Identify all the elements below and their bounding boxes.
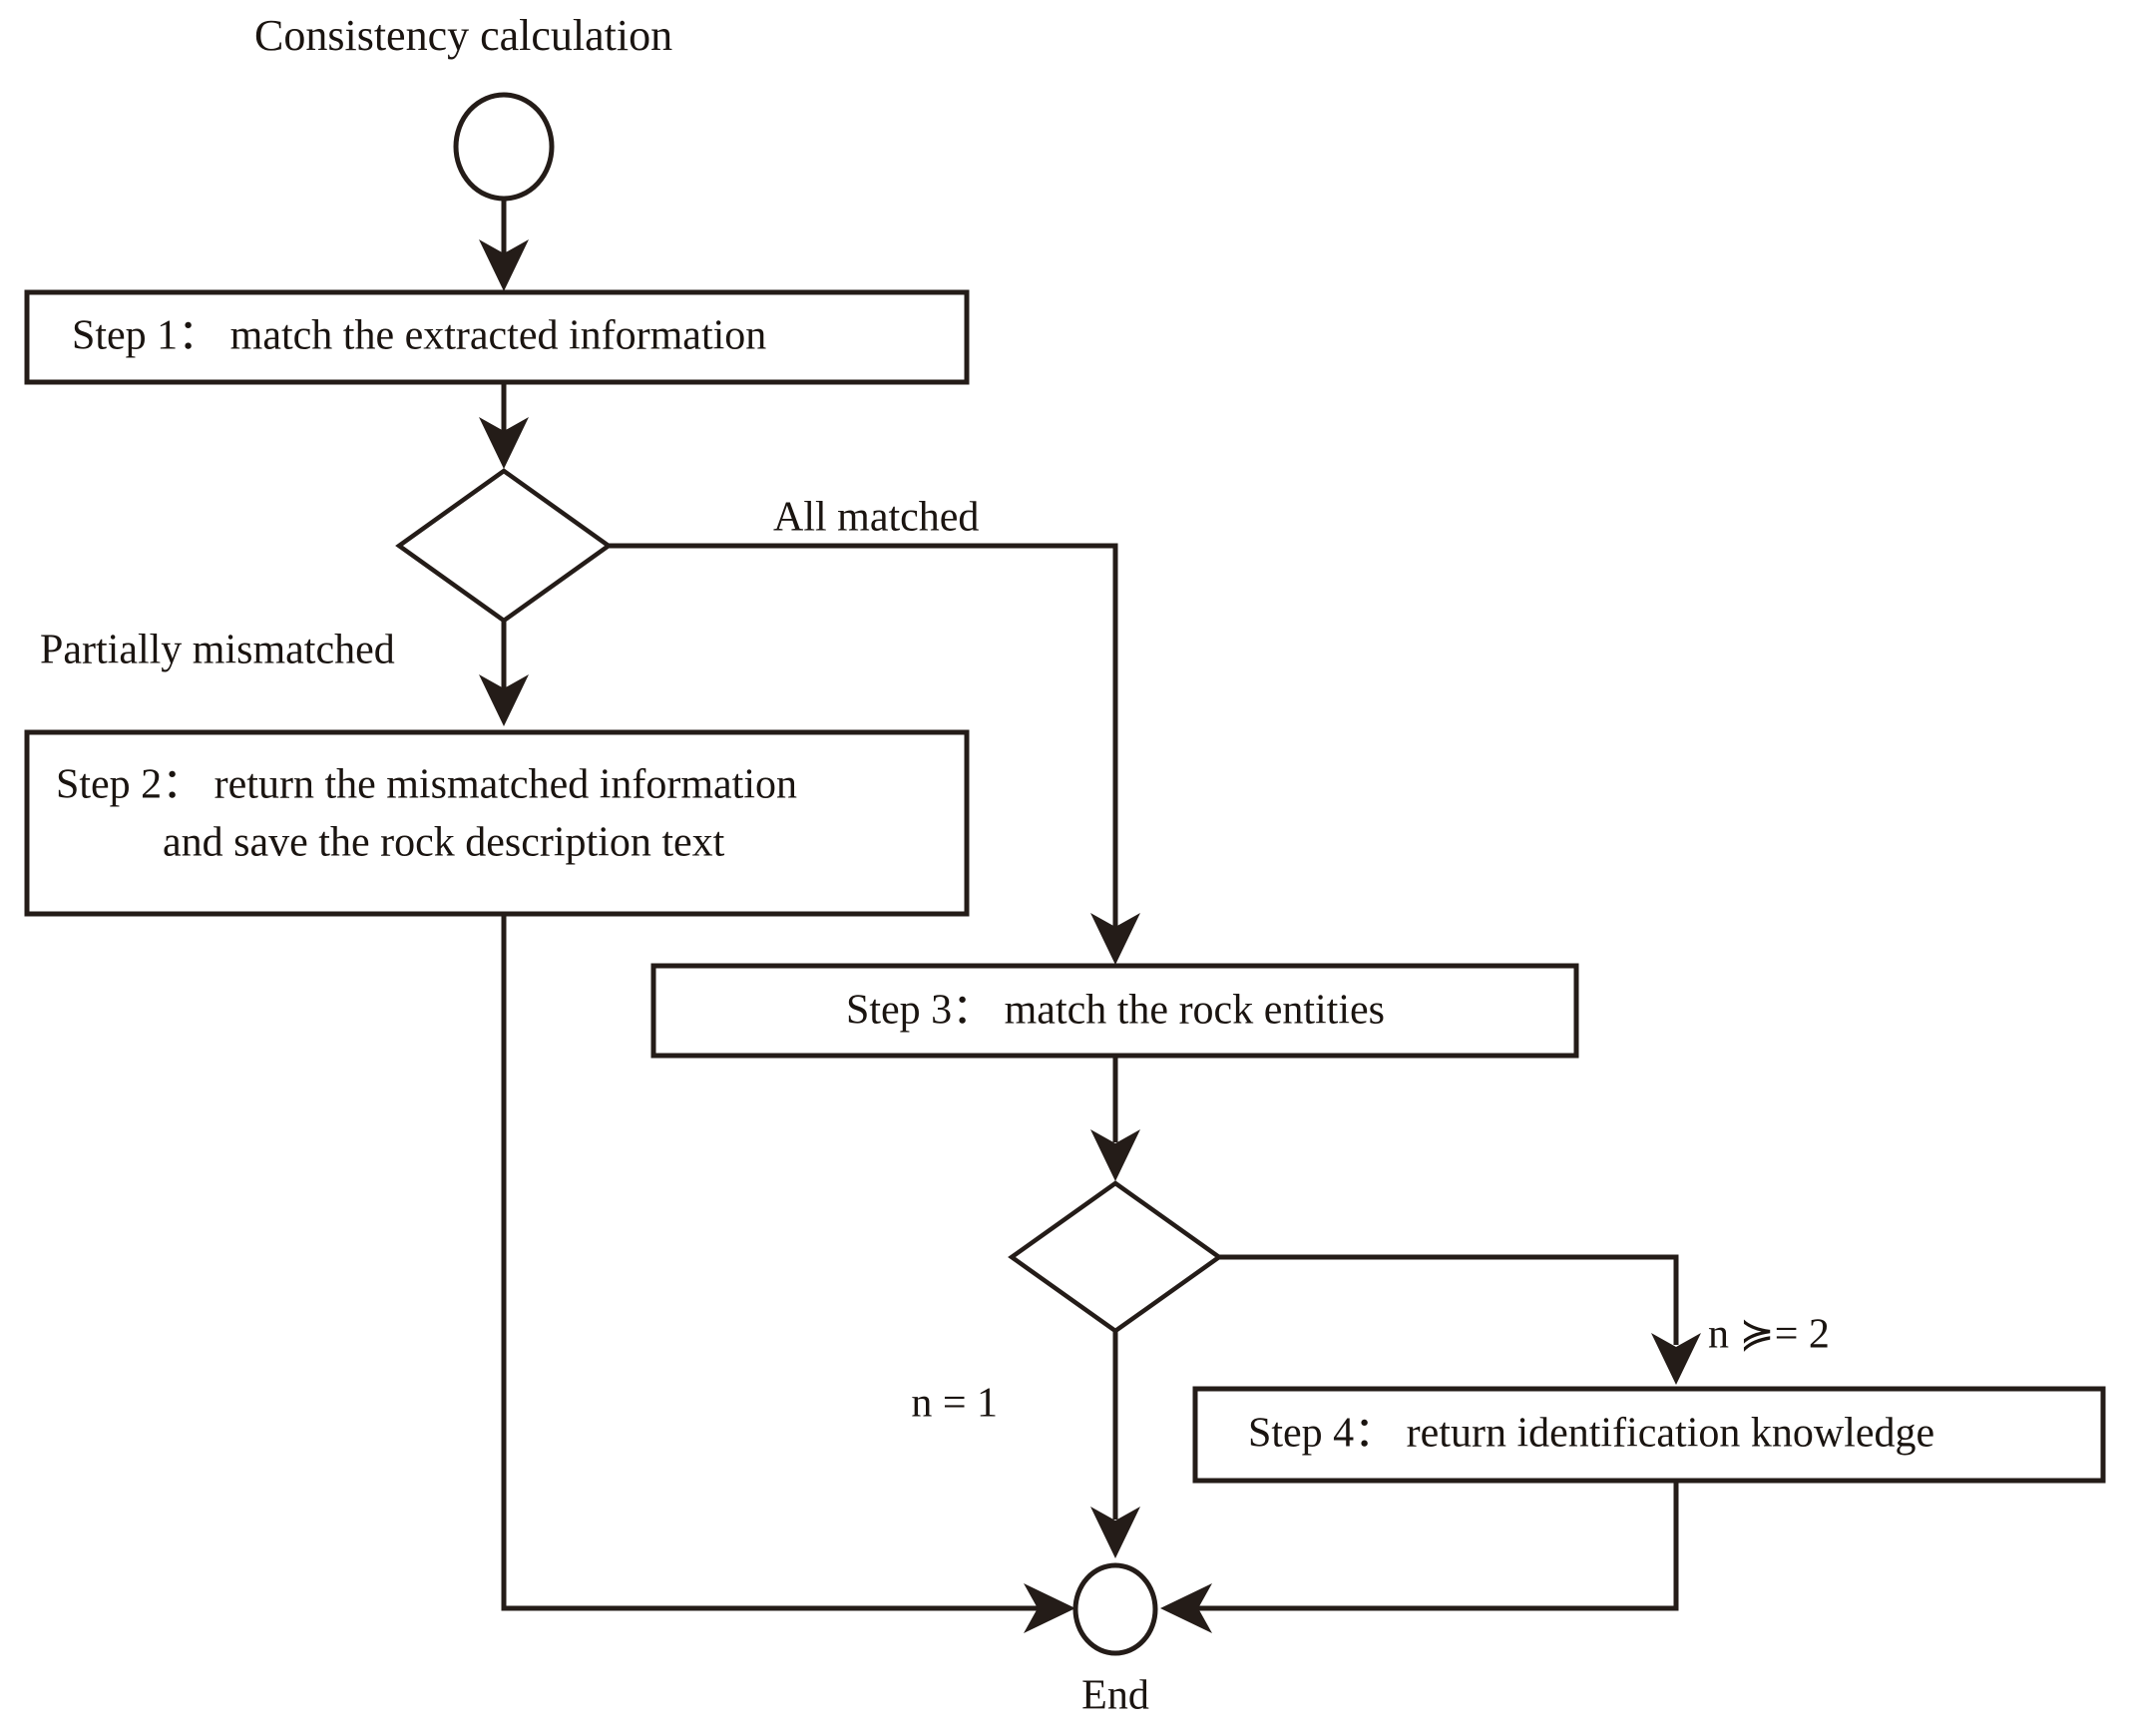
edge-step2-to-end-arrow <box>1024 1583 1075 1633</box>
end-node <box>1072 1562 1158 1656</box>
edge-decision2-to-step4-arrow <box>1651 1333 1701 1385</box>
edge-n-gte-2-label: n ≽= 2 <box>1708 1312 1830 1358</box>
edge-step3-to-decision2-arrow <box>1090 1129 1140 1181</box>
start-node <box>453 92 555 202</box>
step2-box <box>24 729 970 917</box>
edge-decision2-to-end-arrow <box>1090 1507 1140 1558</box>
edge-all-matched-label: All matched <box>773 495 979 541</box>
diagram-title: Consistency calculation <box>254 11 672 60</box>
edge-decision1-to-step3-path <box>609 543 1118 928</box>
edge-step1-to-decision1-arrow <box>479 417 529 469</box>
edge-partially-mismatched-label: Partially mismatched <box>40 628 395 673</box>
step1-box <box>24 289 970 385</box>
edge-n-equals-1-label: n = 1 <box>911 1381 998 1427</box>
edge-decision1-to-step2-arrow <box>479 674 529 726</box>
step3-label: Step 3： match the rock entities <box>846 988 1385 1034</box>
edge-decision1-to-step3-arrow <box>1090 913 1140 965</box>
step4-box <box>1192 1386 2106 1484</box>
step2-label-line1: Step 2： return the mismatched informatio… <box>56 762 797 808</box>
decision1-diamond <box>395 468 613 624</box>
edge-step4-to-end-path <box>1197 1481 1679 1611</box>
step2-label-line2: and save the rock description text <box>163 820 725 866</box>
edge-step4-to-end-arrow <box>1160 1583 1212 1633</box>
edge-start-to-step1-arrow <box>479 239 529 291</box>
decision2-diamond <box>1008 1180 1223 1334</box>
step4-label: Step 4： return identification knowledge <box>1248 1411 1934 1457</box>
end-node-label: End <box>1081 1673 1149 1719</box>
edge-decision2-to-step4-path <box>1219 1254 1679 1345</box>
step1-label: Step 1： match the extracted information <box>72 313 766 359</box>
edge-step2-to-end-path <box>501 914 1040 1611</box>
